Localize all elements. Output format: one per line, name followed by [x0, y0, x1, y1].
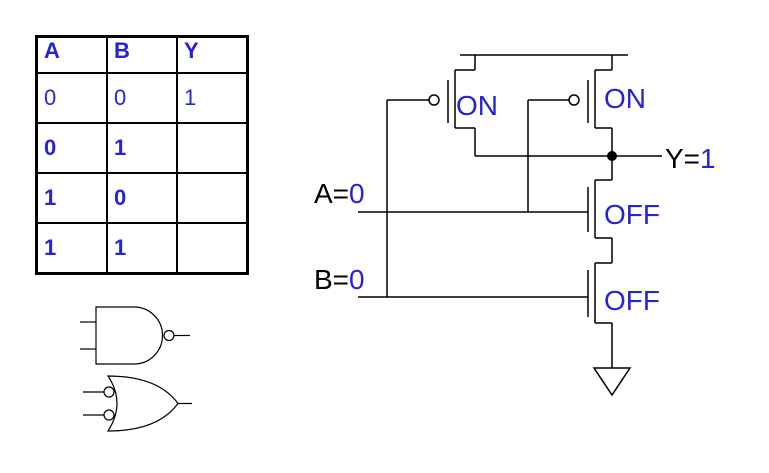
input-b-wire	[358, 99, 588, 298]
input-a-wire	[358, 99, 588, 213]
pmos-left-transistor	[428, 55, 476, 156]
input-a-name: A=	[314, 178, 349, 209]
nmos-top-state-label: OFF	[604, 199, 660, 230]
ground-symbol	[592, 367, 632, 397]
input-b-name: B=	[314, 264, 349, 295]
output-value: 1	[700, 143, 716, 174]
output-junction-dot	[607, 151, 617, 161]
pmos-right-state-label: ON	[604, 83, 646, 114]
truth-table-row: 0 0 1	[35, 72, 249, 124]
input-b-label: B=0	[314, 264, 365, 295]
cell-y	[176, 222, 249, 275]
cell-a: 0	[35, 122, 108, 174]
nmos-bottom-transistor	[587, 262, 613, 368]
header-y: Y	[176, 35, 249, 74]
nmos-bottom-state-label: OFF	[604, 285, 660, 316]
header-a: A	[35, 35, 108, 74]
truth-table: A B Y 0 0 1 0 1 1 0 1 1	[35, 35, 249, 275]
cell-b: 0	[106, 72, 178, 124]
or-gate-inverted-inputs-symbol	[83, 375, 192, 432]
output-label: Y=1	[665, 143, 716, 174]
nand-gate-symbol	[80, 306, 190, 365]
truth-table-row: 0 1	[35, 122, 249, 174]
header-b: B	[106, 35, 178, 74]
cell-b: 0	[106, 172, 178, 224]
pmos-left-state-label: ON	[456, 90, 498, 121]
cell-y	[176, 172, 249, 224]
cell-a: 1	[35, 172, 108, 224]
cell-y	[176, 122, 249, 174]
cell-a: 1	[35, 222, 108, 275]
cell-b: 1	[106, 222, 178, 275]
truth-table-row: 1 1	[35, 222, 249, 275]
input-a-label: A=0	[314, 178, 365, 209]
truth-table-row: 1 0	[35, 172, 249, 224]
truth-table-header-row: A B Y	[35, 35, 249, 74]
cell-b: 1	[106, 122, 178, 174]
cell-a: 0	[35, 72, 108, 124]
cell-y: 1	[176, 72, 249, 124]
input-b-value: 0	[349, 264, 365, 295]
input-a-value: 0	[349, 178, 365, 209]
output-name: Y=	[665, 143, 700, 174]
